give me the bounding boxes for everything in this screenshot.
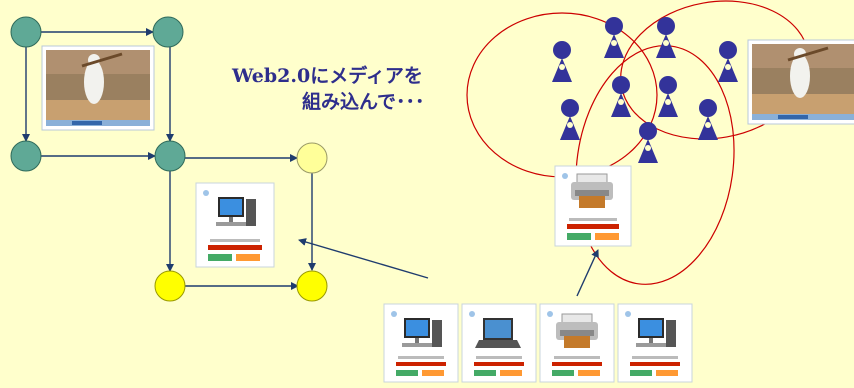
person-icon [611, 76, 631, 117]
person-icon [658, 76, 678, 117]
network-node [296, 270, 328, 302]
product-card-desktop [383, 303, 459, 383]
product-row [383, 303, 693, 383]
product-card-printer [539, 303, 615, 383]
headline-line-2: 組み込んで･･･ [302, 90, 425, 113]
product-card-computer [195, 182, 275, 268]
headline-line-1: Web2.0にメディアを [231, 64, 423, 87]
arrow-to-left-card [298, 238, 429, 279]
person-icon [552, 41, 572, 82]
product-card-printer-featured [554, 165, 632, 247]
network-node [10, 16, 42, 48]
network-edges [22, 28, 316, 290]
person-icon [698, 99, 718, 140]
network-node [296, 142, 328, 174]
network-node [154, 140, 186, 172]
network-node [154, 270, 186, 302]
product-card-desktop-2 [617, 303, 693, 383]
video-thumbnail-icon [746, 38, 854, 126]
person-icon [718, 41, 738, 82]
video-thumbnail-icon [40, 44, 156, 132]
network-node [152, 16, 184, 48]
product-card-laptop [461, 303, 537, 383]
person-icon [604, 17, 624, 58]
person-icon [560, 99, 580, 140]
network-node [10, 140, 42, 172]
person-icon [656, 17, 676, 58]
arrow-to-community [576, 249, 599, 297]
person-icon [638, 122, 658, 163]
